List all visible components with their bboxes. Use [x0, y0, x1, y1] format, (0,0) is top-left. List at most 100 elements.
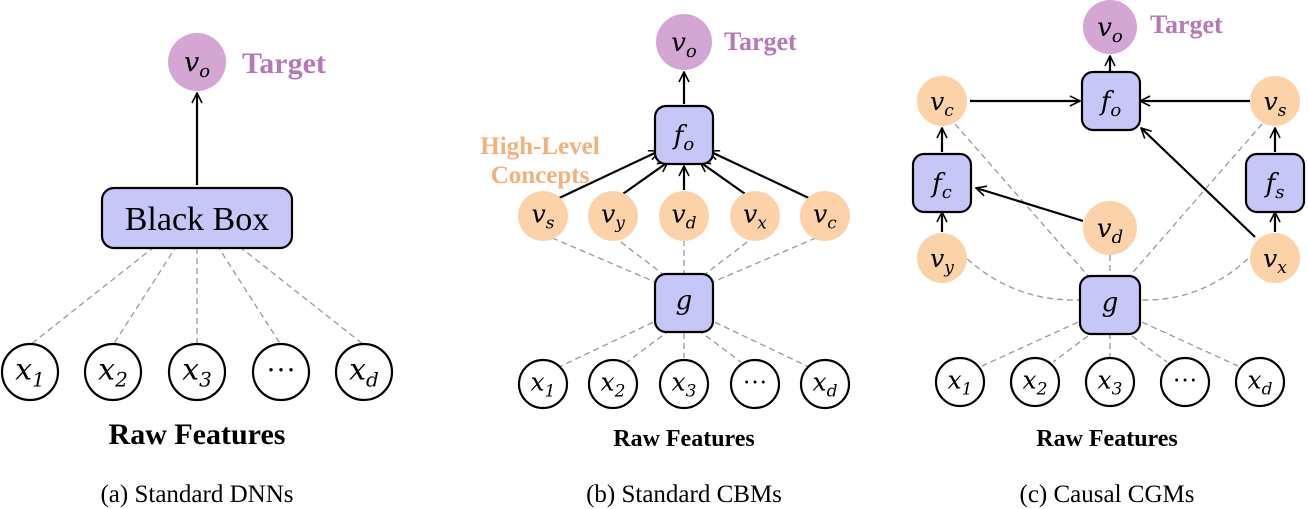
- edge-dashed: [699, 235, 756, 279]
- vx-node-label: vx: [1263, 244, 1287, 278]
- caption: (a) Standard DNNs: [100, 481, 293, 508]
- g-node-label: g: [1102, 288, 1119, 318]
- g-node: [1078, 274, 1142, 336]
- target-node-label: vo: [1097, 13, 1123, 47]
- input-label: x2: [601, 367, 626, 401]
- edge-dashed: [1139, 251, 1256, 301]
- input-label: x1: [15, 353, 45, 392]
- vc-node-label: vc: [930, 87, 954, 121]
- target-label: Target: [242, 47, 326, 80]
- input-nodes: x1 x2 x3 ··· xd: [0, 342, 394, 402]
- edge-dashed: [612, 235, 669, 279]
- concept-node: [588, 191, 638, 241]
- input-label: x3: [182, 353, 212, 392]
- fc-node: [911, 152, 973, 214]
- input-label: x2: [98, 353, 128, 392]
- edge-dashed: [1052, 329, 1097, 363]
- vs-node-label: vs: [1264, 87, 1287, 121]
- target-label: Target: [724, 27, 797, 56]
- concept-node: [659, 191, 709, 241]
- concept-label: vy: [601, 199, 625, 233]
- edge-concept-fo: [700, 162, 749, 197]
- edge-dashed: [697, 329, 742, 363]
- vs-node: [1250, 76, 1300, 126]
- input-node: [1234, 356, 1286, 408]
- fo-node: [1080, 70, 1142, 132]
- concept-label: vd: [671, 199, 696, 233]
- input-label: ···: [1173, 367, 1198, 394]
- g-node: [653, 272, 715, 334]
- input-node: [334, 342, 394, 402]
- features-label: Raw Features: [613, 426, 755, 452]
- black-box-label: Black Box: [125, 201, 269, 238]
- target-node-label: vo: [671, 28, 697, 62]
- input-label: xd: [1248, 365, 1273, 399]
- concept-label: vc: [813, 199, 837, 233]
- input-node: [167, 342, 227, 402]
- caption: (c) Causal CGMs: [1020, 481, 1195, 508]
- concept-node: [800, 191, 850, 241]
- input-node: [729, 358, 781, 410]
- concept-node: [518, 191, 568, 241]
- input-node: [1009, 356, 1061, 408]
- input-node: [0, 342, 60, 402]
- concept-node: [730, 191, 780, 241]
- input-label: x1: [531, 367, 556, 401]
- vx-node: [1250, 233, 1300, 283]
- input-nodes: x1 x2 x3 ··· xd: [934, 356, 1286, 408]
- target-node: [1083, 0, 1137, 54]
- concepts-label-line2: Concepts: [491, 162, 590, 189]
- edge-vd-fc: [976, 188, 1084, 223]
- edge-dashed: [626, 329, 671, 363]
- input-label: x1: [948, 365, 973, 399]
- vy-node-label: vy: [930, 244, 954, 278]
- input-node: [658, 358, 710, 410]
- input-node: [799, 358, 851, 410]
- edge-dashed: [954, 123, 1091, 279]
- input-label: ···: [743, 369, 768, 396]
- edge-concept-fo: [619, 162, 668, 197]
- concepts-label-line1: High-Level: [480, 133, 599, 160]
- input-label: ···: [266, 354, 296, 387]
- input-node: [934, 356, 986, 408]
- vd-node: [1083, 201, 1137, 255]
- input-node: [517, 358, 569, 410]
- caption: (b) Standard CBMs: [586, 481, 782, 508]
- features-label: Raw Features: [109, 418, 286, 451]
- input-node: [251, 342, 311, 402]
- black-box-node: [100, 186, 294, 250]
- input-node: [83, 342, 143, 402]
- target-node: [168, 33, 226, 91]
- fs-node: [1244, 152, 1306, 214]
- edge-dashed: [705, 233, 826, 286]
- fo-node: [653, 104, 715, 166]
- input-label: x3: [1098, 365, 1123, 399]
- input-label: x3: [672, 367, 697, 401]
- vd-node-label: vd: [1097, 214, 1123, 248]
- edge-vx-fo: [1141, 128, 1256, 238]
- input-node: [587, 358, 639, 410]
- panel-a: vo Target Black Box x1 x2 x3 ··· xd Raw Feat…: [0, 33, 394, 508]
- target-node-label: vo: [184, 47, 210, 82]
- input-label: xd: [349, 353, 379, 392]
- edge-dashed: [1123, 329, 1168, 363]
- input-label: x2: [1023, 365, 1048, 399]
- input-node: [1084, 356, 1136, 408]
- input-node: [1159, 356, 1211, 408]
- vy-node: [917, 233, 967, 283]
- edge-concept-fo: [554, 151, 659, 201]
- target-label: Target: [1150, 10, 1223, 39]
- features-label: Raw Features: [1036, 426, 1178, 452]
- edge-dashed: [1127, 123, 1263, 279]
- input-label: xd: [813, 367, 838, 401]
- edge-dashed: [542, 233, 663, 286]
- g-node-label: g: [676, 286, 693, 316]
- concept-label: vs: [532, 199, 555, 233]
- edge-concept-fo: [709, 151, 814, 201]
- target-node: [656, 14, 712, 70]
- input-nodes: x1 x2 x3 ··· xd: [517, 358, 851, 410]
